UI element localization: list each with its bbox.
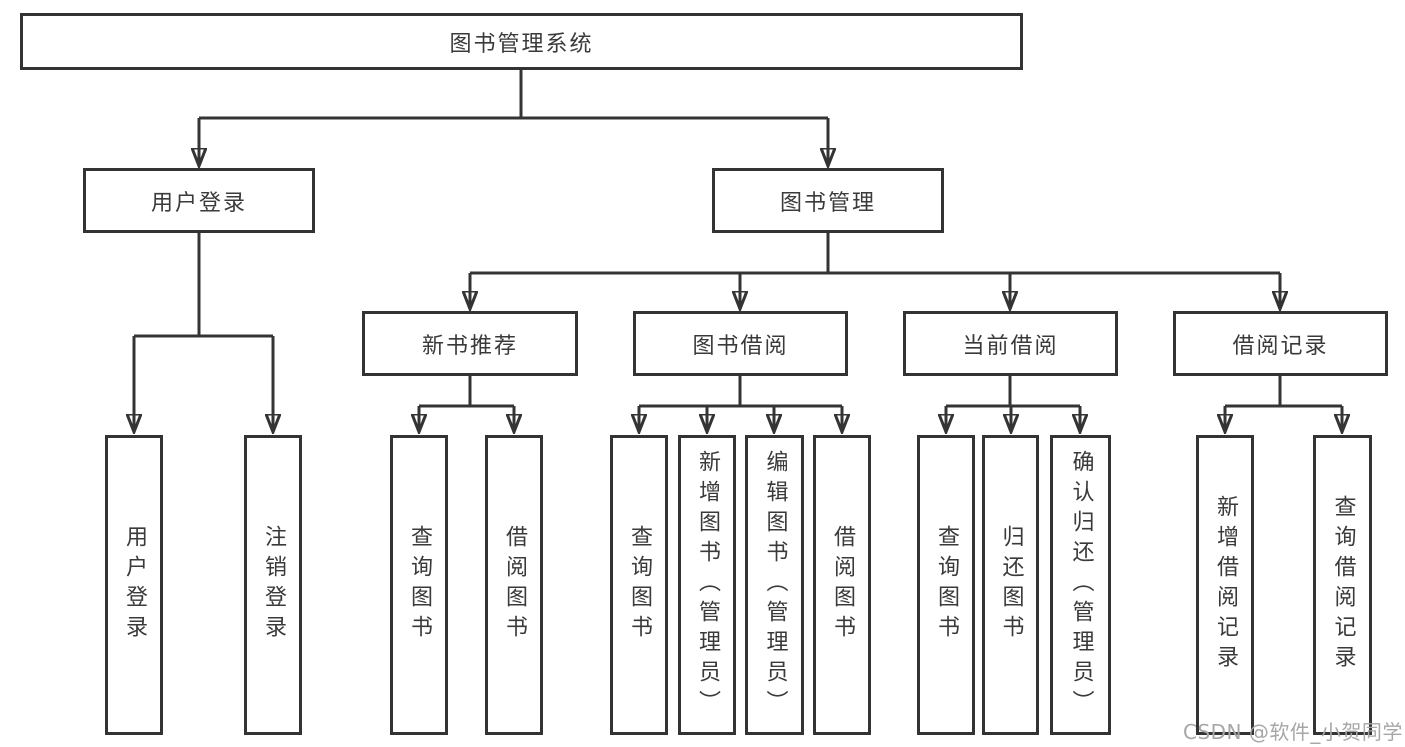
node-new-book-recommendation: 新书推荐 — [362, 311, 578, 376]
leaf-current-confirm-return-admin: 确认归还（管理员） — [1050, 435, 1111, 735]
leaf-current-return-books: 归还图书 — [982, 435, 1039, 735]
leaf-logout: 注销登录 — [244, 435, 302, 735]
leaf-user-login: 用户登录 — [105, 435, 163, 735]
leaf-borrowing-add-book-admin: 新增图书（管理员） — [678, 435, 736, 735]
leaf-records-query-borrow-record: 查询借阅记录 — [1313, 435, 1372, 735]
node-library-management-system: 图书管理系统 — [20, 13, 1023, 70]
leaf-current-query-books: 查询图书 — [917, 435, 975, 735]
leaf-recommend-borrow-books: 借阅图书 — [485, 435, 543, 735]
leaf-borrowing-borrow-books: 借阅图书 — [813, 435, 871, 735]
node-book-management: 图书管理 — [712, 168, 944, 233]
csdn-watermark: CSDN @软件_小贺同学 — [1183, 720, 1403, 744]
node-borrowing-records: 借阅记录 — [1173, 311, 1388, 376]
leaf-borrowing-edit-book-admin: 编辑图书（管理员） — [745, 435, 804, 735]
node-user-login: 用户登录 — [83, 168, 315, 233]
node-current-borrowing: 当前借阅 — [903, 311, 1118, 376]
leaf-borrowing-query-books: 查询图书 — [610, 435, 668, 735]
leaf-records-add-borrow-record: 新增借阅记录 — [1196, 435, 1254, 735]
node-book-borrowing: 图书借阅 — [633, 311, 848, 376]
leaf-recommend-query-books: 查询图书 — [390, 435, 448, 735]
